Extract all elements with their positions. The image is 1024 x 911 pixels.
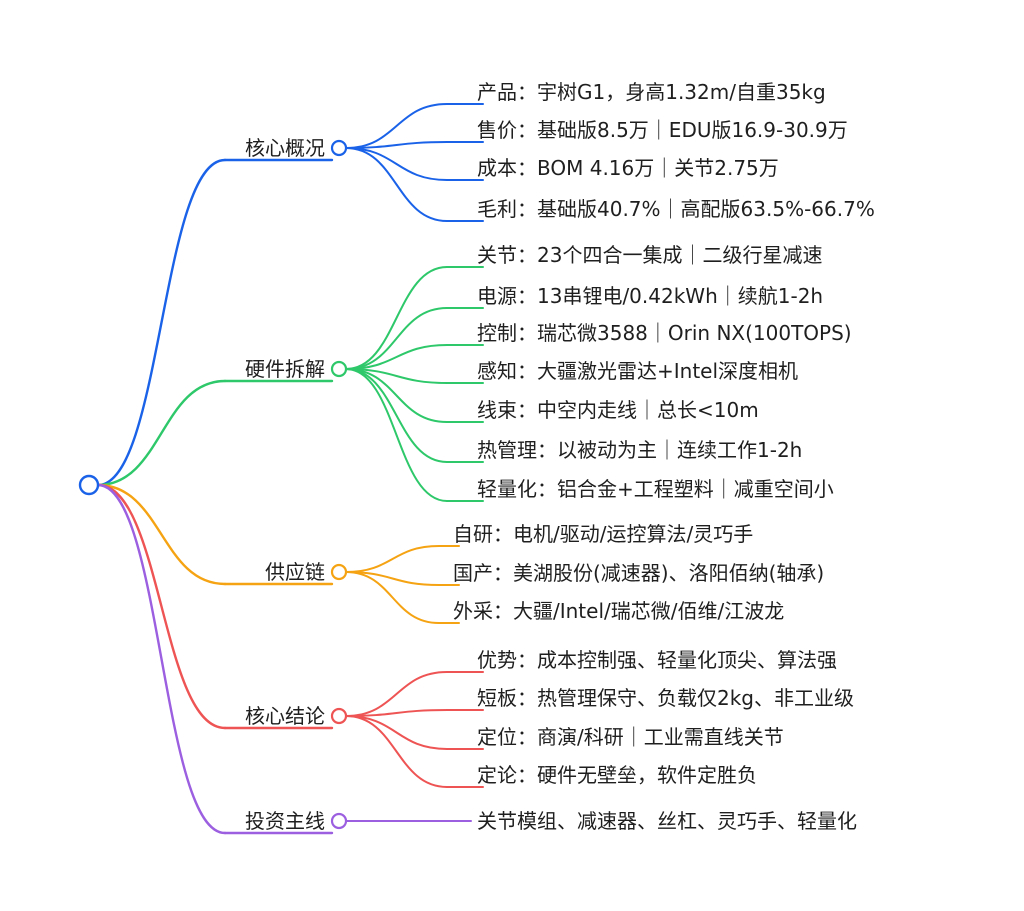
leaf-label-2-0: 自研：电机/驱动/运控算法/灵巧手 <box>453 522 754 546</box>
branch-node-4[interactable] <box>330 812 348 830</box>
branch-1-leaf-1-link <box>345 307 448 370</box>
branch-label-1: 硬件拆解 <box>245 357 325 381</box>
branch-label-0: 核心概况 <box>245 136 325 160</box>
branch-0-leaf-1-link <box>345 141 448 149</box>
leaf-label-2-2: 外采：大疆/Intel/瑞芯微/佰维/江波龙 <box>453 599 785 623</box>
branch-3-leaf-3-link <box>345 715 448 788</box>
branch-3-leaf-2-link <box>345 715 448 750</box>
root-to-3-link <box>96 483 227 730</box>
branch-node-2[interactable] <box>330 563 348 581</box>
root-to-4-link <box>96 483 227 835</box>
leaf-label-1-3: 感知：大疆激光雷达+Intel深度相机 <box>477 359 799 383</box>
root-to-1-link <box>96 379 227 487</box>
leaf-label-1-0: 关节：23个四合一集成｜二级行星减速 <box>477 243 823 267</box>
leaf-label-2-1: 国产：美湖股份(减速器)、洛阳佰纳(轴承) <box>453 561 825 585</box>
root-to-0-link <box>96 158 227 487</box>
leaf-label-1-6: 轻量化：铝合金+工程塑料｜减重空间小 <box>477 477 834 501</box>
leaf-label-0-0: 产品：宇树G1，身高1.32m/自重35kg <box>477 80 826 104</box>
leaf-label-3-1: 短板：热管理保守、负载仅2kg、非工业级 <box>477 686 855 710</box>
leaf-label-3-2: 定位：商演/科研｜工业需直线关节 <box>477 725 784 749</box>
leaf-label-3-3: 定论：硬件无壁垒，软件定胜负 <box>477 763 757 787</box>
branch-2-leaf-2-link <box>345 571 440 624</box>
leaf-label-3-0: 优势：成本控制强、轻量化顶尖、算法强 <box>477 648 837 672</box>
branch-label-3: 核心结论 <box>245 704 325 728</box>
branch-1-leaf-0-link <box>345 266 448 370</box>
branch-0-leaf-2-link <box>345 147 448 181</box>
branch-2-leaf-0-link <box>345 545 440 573</box>
leaf-label-0-3: 毛利：基础版40.7%｜高配版63.5%-66.7% <box>477 197 875 221</box>
leaf-label-1-4: 线束：中空内走线｜总长<10m <box>477 398 759 422</box>
leaf-label-1-1: 电源：13串锂电/0.42kWh｜续航1-2h <box>477 284 824 308</box>
branch-2-leaf-1-link <box>345 571 440 586</box>
branch-node-1[interactable] <box>330 360 348 378</box>
root-to-2-link <box>96 483 227 586</box>
branch-0-leaf-3-link <box>345 147 448 222</box>
root-node[interactable] <box>78 474 100 496</box>
branch-1-leaf-5-link <box>345 368 448 463</box>
leaf-label-4-0: 关节模组、减速器、丝杠、灵巧手、轻量化 <box>477 809 857 833</box>
branch-1-leaf-3-link <box>345 368 448 384</box>
branch-node-0[interactable] <box>330 139 348 157</box>
leaf-label-0-2: 成本：BOM 4.16万｜关节2.75万 <box>477 156 779 180</box>
branch-label-4: 投资主线 <box>245 809 325 833</box>
branch-3-leaf-1-link <box>345 709 448 717</box>
branch-label-2: 供应链 <box>265 560 325 584</box>
leaf-label-1-5: 热管理：以被动为主｜连续工作1-2h <box>477 438 803 462</box>
leaf-label-0-1: 售价：基础版8.5万｜EDU版16.9-30.9万 <box>477 118 848 142</box>
leaf-label-1-2: 控制：瑞芯微3588｜Orin NX(100TOPS) <box>477 321 852 345</box>
branch-1-leaf-4-link <box>345 368 448 423</box>
branch-1-leaf-2-link <box>345 344 448 370</box>
branch-0-leaf-0-link <box>345 103 448 149</box>
branch-node-3[interactable] <box>330 707 348 725</box>
branch-1-leaf-6-link <box>345 368 448 502</box>
branch-3-leaf-0-link <box>345 671 448 717</box>
